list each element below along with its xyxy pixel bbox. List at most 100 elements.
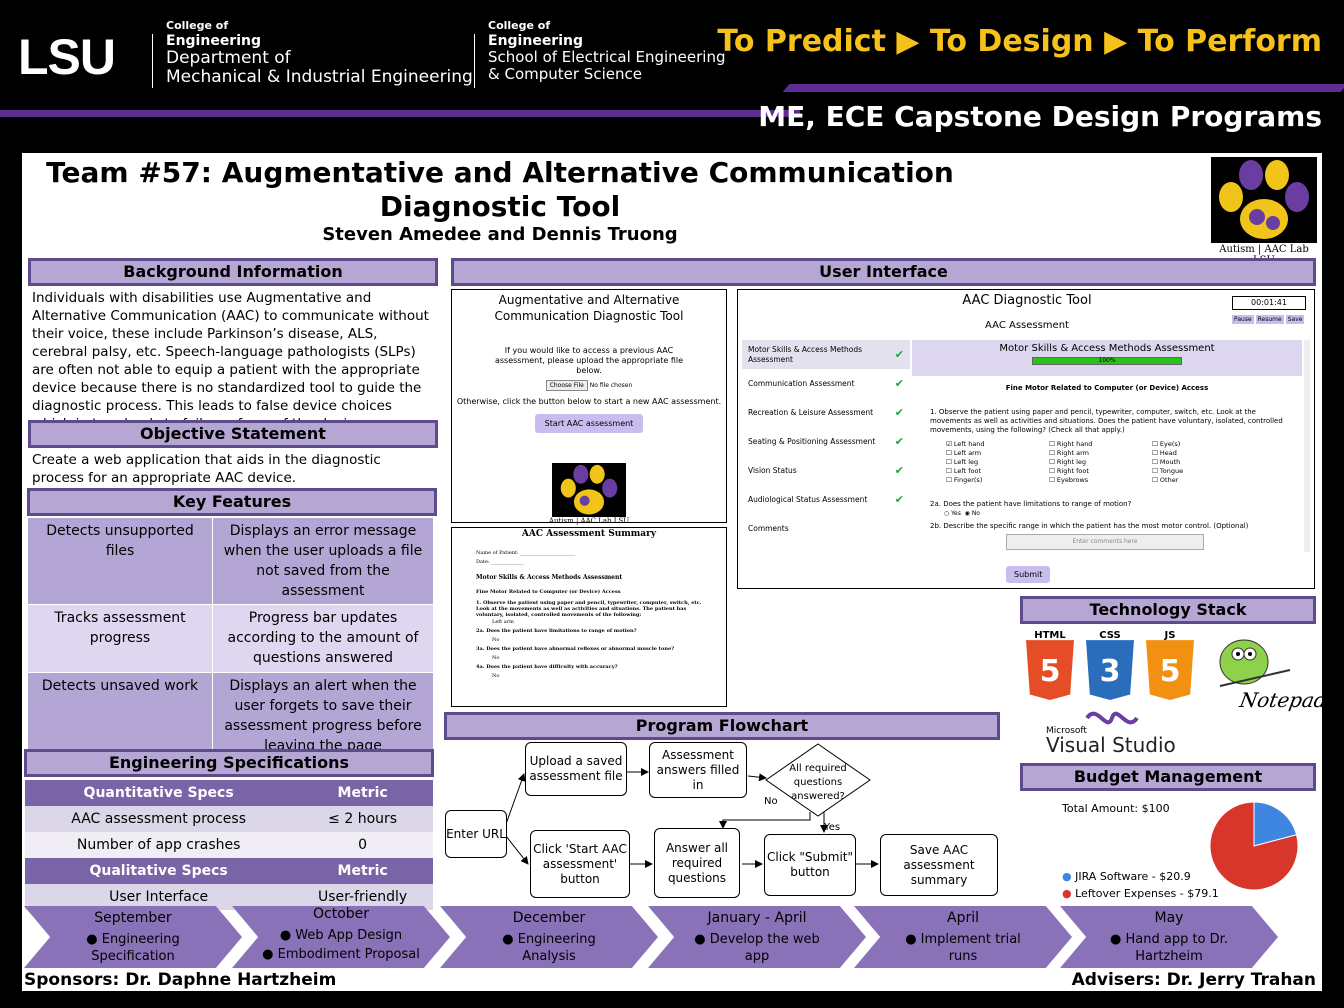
checkbox-option[interactable]: ☐ Right foot	[1049, 467, 1152, 476]
home-text2: Otherwise, click the button below to sta…	[456, 397, 722, 406]
spec-metric: 0	[292, 832, 433, 858]
microsoft-label: Microsoft	[1046, 726, 1087, 736]
timer-controls: Pause Resume Save	[1232, 315, 1305, 324]
notepad-label: Notepad++	[1237, 688, 1344, 712]
summary-a: No	[492, 637, 500, 643]
col-header: Qualitative Specs	[25, 858, 293, 884]
checkbox-row: ☑ Left hand☐ Right hand☐ Eye(s)	[946, 440, 1286, 449]
checkbox-icon[interactable]: ☐	[1049, 449, 1057, 457]
legend-item: ● JIRA Software - $20.9	[1062, 868, 1219, 885]
timer: 00:01:41	[1232, 296, 1306, 310]
menu-item[interactable]: Motor Skills & Access Methods Assessment…	[742, 340, 910, 369]
tech-heading: Technology Stack	[1020, 596, 1316, 624]
file-status: No file chosen	[589, 382, 633, 389]
checkbox-icon[interactable]: ☐	[1152, 449, 1160, 457]
file-chooser[interactable]: Choose File No file chosen	[452, 380, 726, 391]
visual-studio-label: Visual Studio	[1046, 733, 1176, 757]
spec-metric: User-friendly	[292, 884, 433, 910]
checkbox-icon[interactable]: ☐	[946, 467, 954, 475]
resume-button[interactable]: Resume	[1255, 315, 1284, 324]
timeline-month: April	[947, 910, 979, 926]
visual-studio-icon	[1085, 711, 1139, 725]
checkbox-option[interactable]: ☐ Other	[1152, 476, 1255, 485]
flow-decision: All required questions answered?	[789, 763, 847, 802]
checkbox-icon[interactable]: ☐	[1152, 476, 1160, 484]
checkbox-icon[interactable]: ☐	[946, 449, 954, 457]
flow-heading: Program Flowchart	[444, 712, 1000, 740]
spec-name: Number of app crashes	[25, 832, 293, 858]
comments-input[interactable]: Enter comments here	[1006, 534, 1204, 550]
menu-item[interactable]: Communication Assessment✔	[742, 369, 910, 398]
checkbox-option[interactable]: ☐ Left foot	[946, 467, 1049, 476]
checkbox-option[interactable]: ☐ Eyebrows	[1049, 476, 1152, 485]
summary-section: Motor Skills & Access Methods Assessment	[476, 574, 623, 581]
checkbox-icon[interactable]: ☐	[1049, 467, 1057, 475]
checkbox-option[interactable]: ☐ Tongue	[1152, 467, 1255, 476]
checkbox-label: Left leg	[953, 458, 979, 466]
patient-date: Date: _____________	[476, 559, 524, 565]
menu-item[interactable]: Comments	[742, 514, 910, 543]
checkbox-icon[interactable]: ☐	[1152, 467, 1160, 475]
dept-line2: Mechanical & Industrial Engineering	[166, 67, 473, 88]
lsu-logo: LSU	[18, 29, 116, 85]
menu-item[interactable]: Audiological Status Assessment✔	[742, 485, 910, 514]
purple-band-slant	[782, 84, 1344, 92]
timeline-step: April● Implement trial runs	[854, 906, 1072, 968]
checkbox-option[interactable]: ☐ Eye(s)	[1152, 440, 1255, 449]
flow-save: Save AAC assessment summary	[880, 834, 998, 896]
notepad-plus-plus-icon	[1219, 639, 1291, 687]
checkbox-label: Left arm	[953, 449, 982, 457]
checkbox-icon[interactable]: ☐	[1152, 440, 1160, 448]
timeline-item: ● Hand app to Dr. Hartzheim	[1110, 932, 1228, 964]
checkbox-icon[interactable]: ☐	[1049, 458, 1057, 466]
assessment-menu: Motor Skills & Access Methods Assessment…	[742, 340, 910, 552]
divider	[474, 34, 475, 88]
checkbox-option[interactable]: ☐ Right hand	[1049, 440, 1152, 449]
menu-item[interactable]: Vision Status✔	[742, 456, 910, 485]
checkbox-icon[interactable]: ☐	[1049, 440, 1057, 448]
timeline-step: May● Hand app to Dr. Hartzheim	[1060, 906, 1278, 968]
checkbox-label: Head	[1159, 449, 1177, 457]
key-features-heading: Key Features	[27, 488, 437, 516]
checkbox-option[interactable]: ☐ Left arm	[946, 449, 1049, 458]
start-assessment-button[interactable]: Start AAC assessment	[534, 414, 644, 433]
legend-dot-icon: ●	[1062, 887, 1072, 900]
feature-name: Detects unsupported files	[27, 517, 213, 605]
checkbox-option[interactable]: ☐ Finger(s)	[946, 476, 1049, 485]
menu-label: Seating & Positioning Assessment	[748, 436, 876, 446]
html5-icon: 5	[1026, 640, 1074, 700]
check-icon: ✔	[894, 376, 904, 390]
checkbox-label: Other	[1159, 476, 1179, 484]
checkbox-icon[interactable]: ☑	[946, 440, 954, 448]
checkbox-icon[interactable]: ☐	[946, 458, 954, 466]
checkbox-icon[interactable]: ☐	[1049, 476, 1057, 484]
paw-icon	[560, 464, 618, 515]
checkbox-option[interactable]: ☑ Left hand	[946, 440, 1049, 449]
checkbox-option[interactable]: ☐ Mouth	[1152, 458, 1255, 467]
timeline-step: December● Engineering Analysis	[440, 906, 658, 968]
radio-no[interactable]: No	[971, 510, 980, 517]
progress-bar: 100%	[1032, 357, 1182, 365]
checkbox-option[interactable]: ☐ Right arm	[1049, 449, 1152, 458]
subsection-title: Fine Motor Related to Computer (or Devic…	[1005, 384, 1209, 392]
scrollbar[interactable]	[1304, 340, 1310, 552]
eng-label: Engineering	[488, 32, 583, 49]
home-title: Augmentative and Alternative Communicati…	[494, 293, 684, 323]
choose-file-button[interactable]: Choose File	[545, 380, 588, 391]
pause-button[interactable]: Pause	[1232, 315, 1254, 324]
menu-item[interactable]: Recreation & Leisure Assessment✔	[742, 398, 910, 427]
radio-yes[interactable]: Yes	[951, 510, 961, 517]
save-button[interactable]: Save	[1285, 315, 1305, 324]
submit-button[interactable]: Submit	[1006, 566, 1051, 583]
checkbox-option[interactable]: ☐ Right leg	[1049, 458, 1152, 467]
menu-item[interactable]: Seating & Positioning Assessment✔	[742, 427, 910, 456]
divider	[152, 34, 153, 88]
checkbox-option[interactable]: ☐ Left leg	[946, 458, 1049, 467]
check-icon: ✔	[894, 347, 904, 361]
check-icon: ✔	[894, 463, 904, 477]
checkbox-icon[interactable]: ☐	[1152, 458, 1160, 466]
tagline: To Predict ▶ To Design ▶ To Perform	[717, 24, 1322, 59]
checkbox-icon[interactable]: ☐	[946, 476, 954, 484]
checkbox-option[interactable]: ☐ Head	[1152, 449, 1255, 458]
